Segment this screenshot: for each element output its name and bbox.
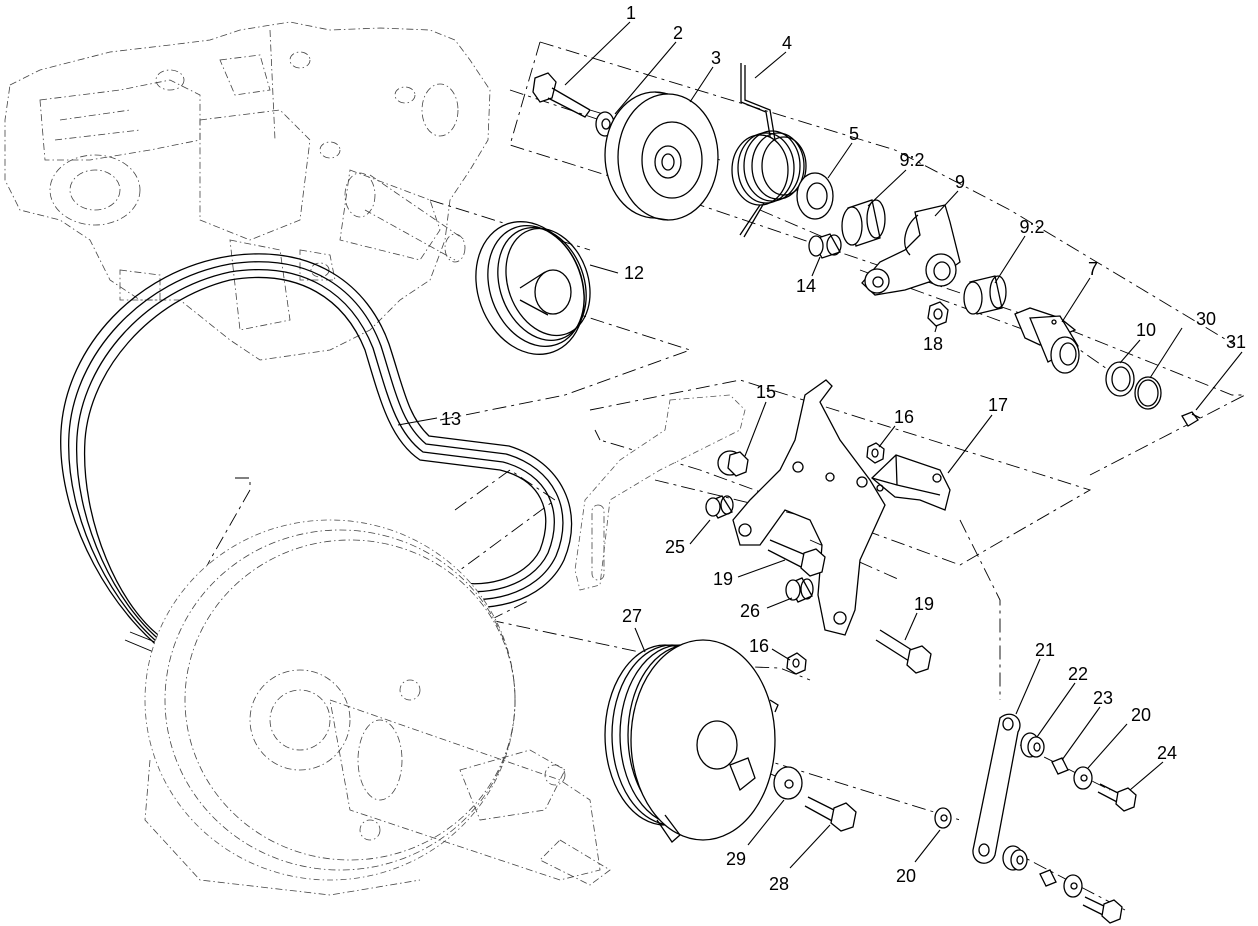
callout-9: 9 [955, 172, 965, 192]
callout-3: 3 [711, 48, 721, 68]
torsion-spring [731, 63, 807, 238]
callout-17: 17 [988, 395, 1008, 415]
callout-26: 26 [740, 601, 760, 621]
callout-28: 28 [769, 874, 789, 894]
callout-25: 25 [665, 537, 685, 557]
bushing-lower [963, 275, 1007, 315]
callout-20-lower: 20 [896, 866, 916, 886]
bushing-part-22-lower [1002, 845, 1028, 871]
washer-part-10 [1105, 361, 1135, 397]
callout-31: 31 [1226, 332, 1246, 352]
bushing-part-22 [1020, 732, 1045, 758]
callout-1: 1 [626, 3, 636, 23]
bolt-part-24-lower [1082, 896, 1123, 924]
washer-part-20-upper [1073, 766, 1093, 790]
washer-part-29 [773, 766, 803, 800]
callout-9-2-upper: 9:2 [899, 150, 924, 170]
spacer-part-26 [785, 577, 814, 603]
idler-bracket [732, 379, 886, 636]
bolt-part-28 [804, 796, 857, 832]
washer-part-20-lower [934, 807, 952, 829]
bolt-part-24 [1097, 783, 1137, 812]
spacer-part-23-lower [1039, 869, 1057, 887]
callout-27: 27 [622, 606, 642, 626]
callout-16-lower: 16 [749, 636, 769, 656]
clutch-stop-bracket [871, 454, 951, 511]
engine-block-ghost [4, 21, 491, 361]
bolt-part-19-lower [875, 629, 932, 674]
pivot-shaft [1014, 307, 1080, 374]
callout-18: 18 [923, 334, 943, 354]
callout-29: 29 [726, 849, 746, 869]
washer-part-20-right [1063, 874, 1083, 898]
callout-22: 22 [1068, 664, 1088, 684]
bolt-part-1 [532, 72, 591, 118]
callout-21: 21 [1035, 640, 1055, 660]
callout-16-upper: 16 [894, 407, 914, 427]
callout-24: 24 [1157, 743, 1177, 763]
drive-belt [60, 253, 573, 664]
grease-fitting [1181, 411, 1201, 427]
callout-23: 23 [1093, 688, 1113, 708]
nut-part-16-lower [786, 652, 807, 675]
nut-part-16-upper [866, 442, 885, 464]
callout-5: 5 [849, 124, 859, 144]
callout-30: 30 [1196, 309, 1216, 329]
leader-lines [397, 21, 1243, 869]
callout-15: 15 [756, 382, 776, 402]
callout-4: 4 [782, 33, 792, 53]
spacer-part-25 [705, 495, 734, 519]
retaining-ring [1134, 376, 1162, 410]
spacer-part-23 [1051, 757, 1069, 775]
clutch-link [972, 713, 1021, 864]
spacer-part-14 [808, 233, 842, 259]
bushing-upper [841, 199, 886, 247]
pto-clutch [604, 639, 779, 843]
callout-14: 14 [796, 276, 816, 296]
callout-9-2-lower: 9:2 [1019, 217, 1044, 237]
washer-part-5 [796, 172, 834, 220]
callout-19-upper: 19 [713, 569, 733, 589]
callout-7: 7 [1088, 259, 1098, 279]
idler-pulley [604, 91, 719, 221]
callout-10: 10 [1136, 320, 1156, 340]
blade-pulley-ghost [144, 519, 611, 896]
callout-12: 12 [624, 263, 644, 283]
idler-arm [861, 204, 961, 296]
nut-part-18 [927, 301, 949, 327]
flange-nut-part-15 [717, 450, 749, 477]
callout-labels: 1 2 3 4 5 9:2 9 9:2 7 10 30 31 12 14 18 … [441, 3, 1246, 894]
callout-13: 13 [441, 409, 461, 429]
mounting-plate-ghost [574, 394, 746, 591]
callout-19-lower: 19 [914, 594, 934, 614]
engine-pulley [475, 221, 591, 355]
callout-2: 2 [673, 23, 683, 43]
callout-20-upper: 20 [1131, 705, 1151, 725]
bolt-part-19-upper [767, 539, 826, 577]
